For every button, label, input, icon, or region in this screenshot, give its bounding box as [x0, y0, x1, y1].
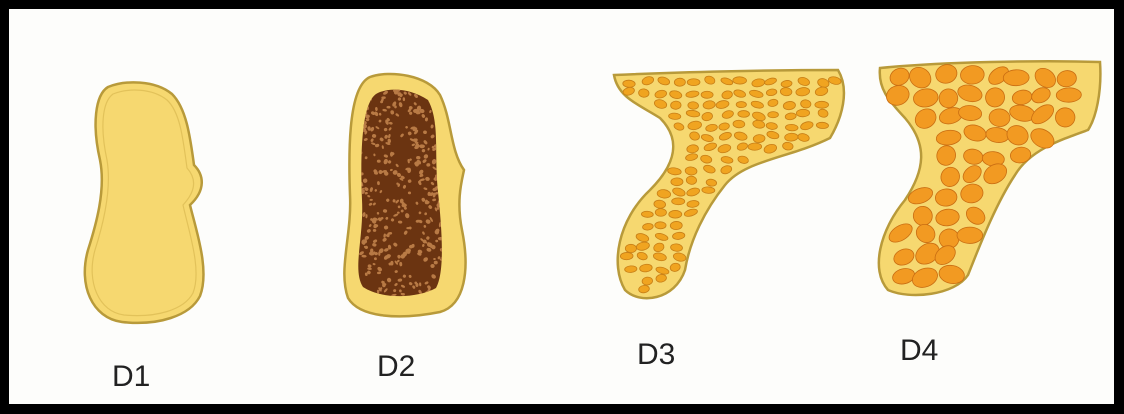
d3-cell	[670, 221, 682, 230]
d4-cell	[1056, 88, 1081, 103]
d3-cell	[672, 198, 685, 205]
d2-speckle-dot	[373, 217, 377, 221]
d4-bone-section	[879, 61, 1101, 295]
d3-cell	[655, 208, 666, 216]
d2-speckle-dot	[442, 87, 447, 92]
label-d2: D2	[377, 352, 415, 382]
d2-speckle-dot	[444, 93, 449, 99]
d3-cell	[785, 124, 798, 131]
d3-cell	[669, 210, 682, 218]
d3-cell	[733, 120, 745, 128]
d3-bone-section	[614, 70, 844, 298]
label-d4: D4	[900, 336, 938, 366]
d2-speckle-dot	[445, 87, 448, 91]
d3-cell	[671, 178, 683, 186]
d3-cell	[674, 78, 685, 86]
d3-cell	[655, 222, 666, 229]
label-d1: D1	[112, 362, 150, 392]
d2-bone-section	[344, 74, 465, 316]
d3-cell	[736, 101, 746, 107]
d3-cell	[687, 79, 700, 86]
label-d3: D3	[637, 340, 675, 370]
d3-cell	[738, 110, 750, 117]
d3-cell	[733, 77, 747, 85]
d3-cell	[702, 187, 715, 194]
d4-cell	[957, 227, 983, 243]
d3-cell	[620, 252, 633, 260]
d3-cell	[816, 122, 829, 129]
d3-cell	[815, 101, 829, 108]
d3-cell	[701, 91, 713, 98]
d2-speckle-dot	[394, 105, 397, 108]
d3-cell	[625, 244, 636, 252]
d3-cell	[670, 101, 681, 110]
d3-cell	[796, 109, 809, 117]
d2-speckle-dot	[446, 90, 449, 93]
d2-speckle-dot	[396, 182, 398, 184]
d3-cell	[641, 211, 653, 218]
d3-cell	[748, 143, 762, 151]
d3-cell	[768, 112, 779, 118]
d1-bone-section	[85, 82, 204, 322]
